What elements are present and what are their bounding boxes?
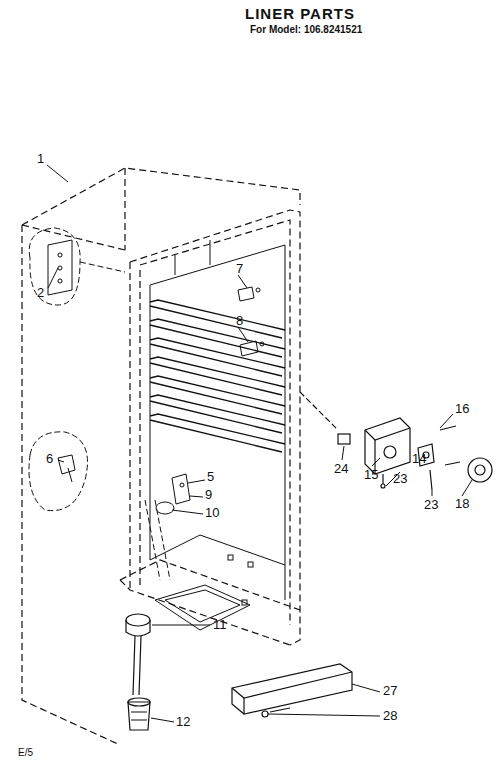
shelf-rails — [150, 300, 285, 452]
callout-number: 9 — [205, 488, 212, 501]
callout-number: 8 — [236, 314, 243, 327]
callout-number: 23 — [393, 472, 407, 485]
shelf-clips — [156, 287, 264, 514]
callout-number: 16 — [455, 402, 469, 415]
shelf-rail — [150, 357, 285, 395]
model-note: For Model: 106.8241521 — [250, 25, 362, 35]
control-assembly — [300, 392, 492, 490]
callout-number: 28 — [383, 709, 397, 722]
shelf-rail — [150, 319, 285, 357]
hinge-detail — [29, 228, 125, 305]
sheet-code: E/5 — [18, 748, 33, 758]
shelf-rail — [150, 395, 285, 433]
callout-number: 5 — [207, 470, 214, 483]
callout-number: 7 — [236, 262, 243, 275]
callout-number: 2 — [37, 286, 44, 299]
shelf-rail — [150, 376, 285, 414]
callout-number: 27 — [383, 684, 397, 697]
shelf-rail — [150, 300, 285, 338]
bracket-detail — [29, 432, 88, 511]
callout-number: 23 — [424, 498, 438, 511]
callout-number: 14 — [412, 452, 426, 465]
callout-number: 12 — [176, 715, 190, 728]
drain-parts — [126, 614, 150, 730]
callout-number: 6 — [46, 452, 53, 465]
liner-back — [150, 240, 285, 600]
shelf-rail — [150, 338, 285, 376]
leader-lines — [47, 165, 472, 722]
callout-number: 10 — [205, 506, 219, 519]
cabinet-outline — [22, 168, 300, 745]
title: LINER PARTS — [245, 6, 355, 21]
callout-number: 24 — [334, 462, 348, 475]
callout-number: 11 — [213, 618, 227, 631]
shelf-rail — [150, 414, 285, 452]
callout-number: 15 — [364, 468, 378, 481]
liner-floor — [145, 500, 285, 630]
callout-number: 1 — [37, 152, 44, 165]
bottom-trim — [232, 664, 352, 717]
callout-number: 18 — [455, 497, 469, 510]
